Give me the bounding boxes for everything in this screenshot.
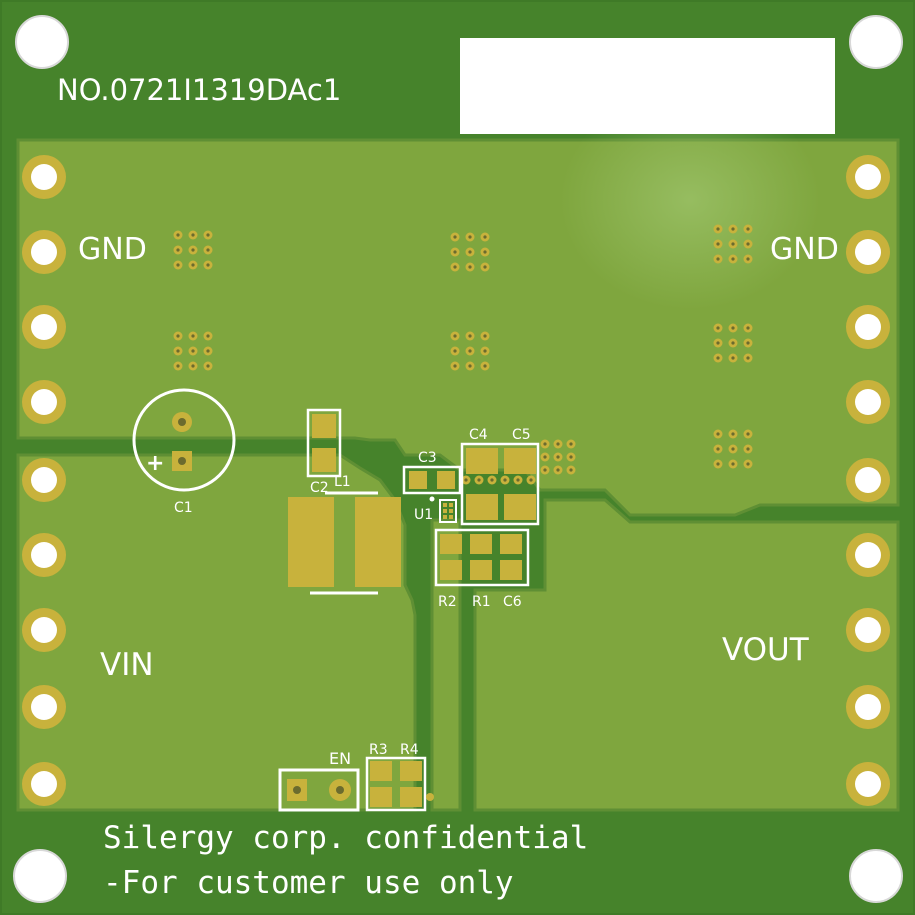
polarity-plus-icon: + (146, 451, 164, 476)
c4-label: C4 (469, 427, 488, 443)
header-pin-icon (846, 155, 890, 199)
mounting-hole-icon (13, 849, 67, 903)
header-pin-icon (846, 685, 890, 729)
mounting-hole-icon (849, 15, 903, 69)
header-pin-icon (846, 762, 890, 806)
header-pin-icon (22, 155, 66, 199)
r1-label: R1 (472, 594, 491, 610)
en-jumper (278, 768, 360, 812)
header-pin-icon (22, 305, 66, 349)
via-cluster (713, 429, 753, 469)
u1-label: U1 (414, 507, 433, 523)
r2-label: R2 (438, 594, 457, 610)
mounting-hole-icon (15, 15, 69, 69)
footer-line-1: Silergy corp. confidential (103, 820, 588, 856)
header-pin-icon (846, 380, 890, 424)
l1-label: L1 (334, 474, 351, 490)
mounting-hole-icon (849, 849, 903, 903)
c4-c5-capacitors (460, 442, 540, 526)
via-clusters (173, 224, 753, 485)
c2-capacitor (306, 408, 342, 478)
header-pin-icon (846, 230, 890, 274)
header-pins (22, 155, 890, 806)
r2-r1-c6-footprints (434, 528, 530, 587)
r3-r4-footprints (365, 756, 434, 812)
part-number: NO.0721I1319DAc1 (57, 73, 341, 107)
header-pin-icon (846, 305, 890, 349)
header-pin-icon (22, 608, 66, 652)
gnd-label-right: GND (770, 232, 839, 267)
label-area (460, 38, 835, 134)
vin-label: VIN (100, 647, 154, 683)
c5-label: C5 (512, 427, 531, 443)
l1-inductor (288, 491, 401, 595)
via-cluster (450, 232, 490, 272)
c1-label: C1 (174, 500, 193, 516)
via-cluster (173, 230, 213, 270)
c3-capacitor (402, 465, 462, 495)
via-cluster (713, 323, 753, 363)
vout-pour (473, 498, 900, 812)
c3-label: C3 (418, 450, 437, 466)
header-pin-icon (846, 608, 890, 652)
via-cluster (173, 331, 213, 371)
r3-label: R3 (369, 742, 388, 758)
via-cluster (540, 439, 576, 475)
mounting-holes (13, 15, 903, 903)
header-pin-icon (846, 458, 890, 502)
via-cluster (450, 331, 490, 371)
header-pin-icon (22, 685, 66, 729)
r4-label: R4 (400, 742, 419, 758)
header-pin-icon (22, 380, 66, 424)
light-glare (560, 90, 820, 310)
footer-line-2: -For customer use only (103, 865, 514, 901)
c1-capacitor (132, 388, 236, 492)
vout-label: VOUT (722, 632, 810, 668)
en-trace (430, 518, 462, 812)
header-pin-icon (22, 533, 66, 577)
header-pin-icon (22, 230, 66, 274)
c6-label: C6 (503, 594, 522, 610)
via-cluster (461, 475, 536, 485)
header-pin-icon (846, 533, 890, 577)
via-cluster (713, 224, 753, 264)
en-label: EN (329, 749, 351, 768)
header-pin-icon (22, 762, 66, 806)
gnd-label-left: GND (78, 232, 147, 267)
header-pin-icon (22, 458, 66, 502)
c2-label: C2 (310, 480, 329, 496)
u1-ic (429, 496, 457, 523)
